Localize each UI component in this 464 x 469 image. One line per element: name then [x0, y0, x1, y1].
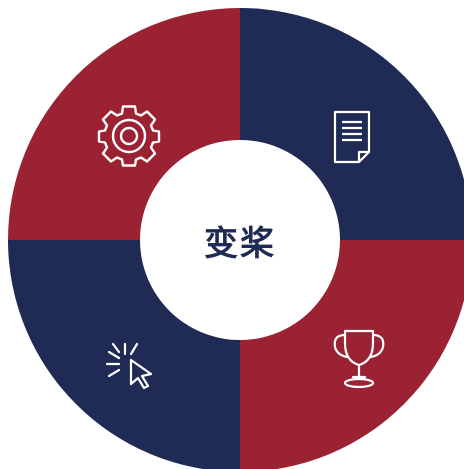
gear-icon [97, 105, 161, 167]
center-circle [140, 140, 340, 340]
center-title: 变桨 [204, 223, 276, 264]
document-icon [333, 110, 371, 164]
cursor-click-icon [105, 342, 153, 390]
trophy-icon [333, 329, 385, 389]
